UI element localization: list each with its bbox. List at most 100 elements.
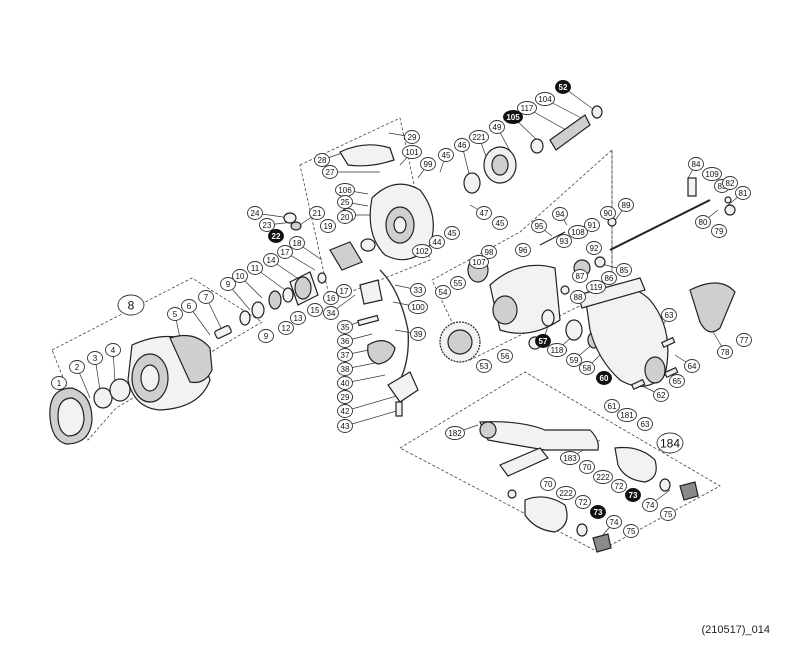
callout-22: 22 [268, 229, 284, 243]
callout-bubble [404, 130, 420, 144]
callout-label: 104 [538, 95, 552, 104]
callout-222: 222 [556, 486, 576, 500]
callout-58: 58 [579, 361, 595, 375]
handle-parts [479, 421, 699, 553]
callout-bubble [277, 245, 293, 259]
callout-bubble [420, 157, 436, 171]
callout-label: 2 [75, 363, 80, 372]
callout-label: 72 [615, 482, 624, 491]
callout-bubble [410, 327, 426, 341]
callout-88: 88 [570, 290, 586, 304]
callout-bubble [445, 426, 465, 440]
callout-bubble [579, 361, 595, 375]
callout-label: 91 [588, 221, 597, 230]
callout-bubble [198, 290, 214, 304]
callout-20: 20 [337, 210, 353, 224]
callout-bubble [593, 470, 613, 484]
callout-bubble [579, 460, 595, 474]
callout-bubble [623, 524, 639, 538]
callout-label: 77 [740, 336, 749, 345]
callout-75: 75 [660, 507, 676, 521]
callout-label: 90 [604, 209, 613, 218]
callout-27: 27 [322, 165, 338, 179]
callout-label: 80 [699, 218, 708, 227]
callout-bubble [309, 206, 325, 220]
callout-label: 45 [442, 151, 451, 160]
callout-bubble [232, 269, 248, 283]
callout-82: 82 [722, 176, 738, 190]
callout-bubble [336, 284, 352, 298]
callout-47: 47 [476, 206, 492, 220]
callout-bubble [410, 283, 426, 297]
callout-bubble [575, 495, 591, 509]
callout-bubble [555, 80, 571, 94]
callout-35: 35 [337, 320, 353, 334]
callout-bubble [105, 343, 121, 357]
callout-label: 78 [721, 348, 730, 357]
callout-label: 14 [267, 256, 276, 265]
callout-36: 36 [337, 334, 353, 348]
callout-bubble [289, 236, 305, 250]
callout-label: 63 [665, 311, 674, 320]
callout-bubble [69, 360, 85, 374]
callout-4: 4 [105, 343, 121, 357]
callout-93: 93 [556, 234, 572, 248]
callout-label: 44 [433, 238, 442, 247]
callout-2: 2 [69, 360, 85, 374]
callout-99: 99 [420, 157, 436, 171]
callout-bubble [497, 349, 513, 363]
callout-1: 1 [51, 376, 67, 390]
callout-label: 9 [226, 280, 231, 289]
callout-bubble [722, 176, 738, 190]
callout-81: 81 [735, 186, 751, 200]
callout-label: 106 [338, 186, 352, 195]
callout-bubble [540, 477, 556, 491]
callout-119: 119 [586, 280, 606, 294]
callout-label: 63 [641, 420, 650, 429]
callout-bubble [600, 206, 616, 220]
callout-label: 53 [480, 362, 489, 371]
callout-bubble [590, 505, 606, 519]
callout-73: 73 [590, 505, 606, 519]
callout-87: 87 [572, 269, 588, 283]
callout-label: 75 [627, 527, 636, 536]
callout-5: 5 [167, 307, 183, 321]
callout-label: 70 [583, 463, 592, 472]
callout-bubble [337, 210, 353, 224]
callout-label: 28 [318, 156, 327, 165]
callout-bubble [290, 311, 306, 325]
callout-bubble [337, 334, 353, 348]
callout-bubble [167, 307, 183, 321]
callout-12: 12 [278, 321, 294, 335]
callout-bubble [444, 226, 460, 240]
callout-74: 74 [606, 515, 622, 529]
callout-bubble [570, 290, 586, 304]
callout-label: 18 [293, 239, 302, 248]
callout-label: 81 [739, 189, 748, 198]
callout-21: 21 [309, 206, 325, 220]
callout-101: 101 [402, 145, 422, 159]
callout-bubble [247, 261, 263, 275]
callout-38: 38 [337, 362, 353, 376]
callout-bubble [435, 285, 451, 299]
callout-84: 84 [688, 157, 704, 171]
callout-label: 59 [570, 356, 579, 365]
callout-label: 94 [556, 210, 565, 219]
callout-label: 20 [341, 213, 350, 222]
callout-108: 108 [568, 225, 588, 239]
callout-94: 94 [552, 207, 568, 221]
callout-bubble [669, 374, 685, 388]
callout-label: 15 [311, 306, 320, 315]
callout-29: 29 [337, 390, 353, 404]
callout-184: 184 [656, 432, 684, 454]
callout-label: 108 [571, 228, 585, 237]
callout-bubble [322, 165, 338, 179]
callout-label: 64 [688, 362, 697, 371]
callout-61: 61 [604, 399, 620, 413]
callout-label: 9 [264, 332, 269, 341]
callout-222: 222 [593, 470, 613, 484]
callout-52: 52 [555, 80, 571, 94]
callout-label: 12 [282, 324, 291, 333]
callout-label: 118 [551, 346, 564, 355]
